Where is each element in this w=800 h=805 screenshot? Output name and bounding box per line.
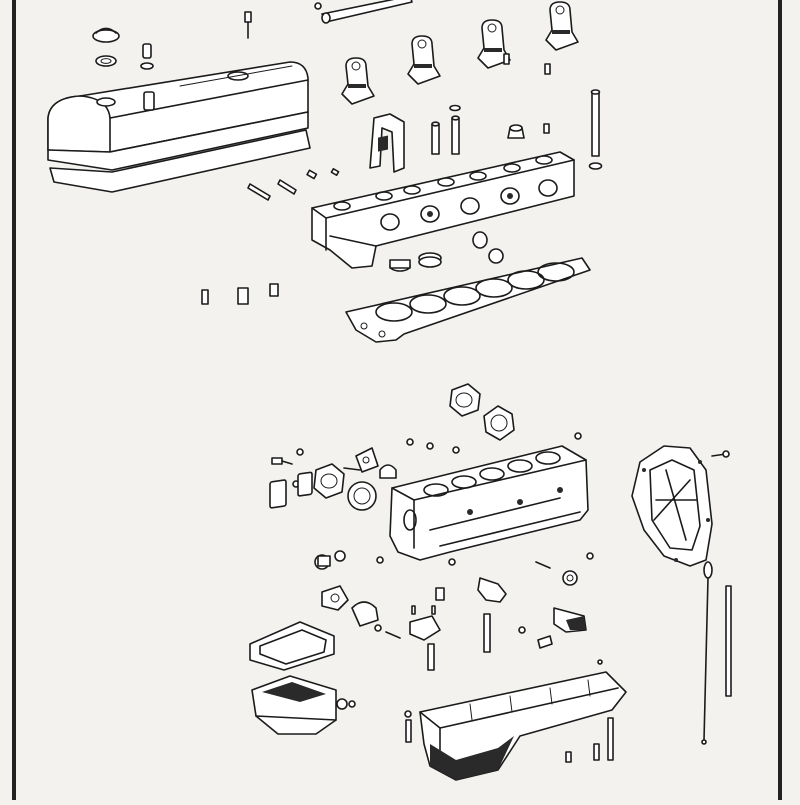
side-plate-1 <box>269 479 287 509</box>
block-side-fittings <box>535 552 594 586</box>
head-dowels <box>201 283 279 305</box>
camshaft-rod <box>321 0 413 24</box>
small-cup-plug <box>379 464 397 479</box>
dipstick-tube <box>725 585 732 697</box>
block-core-plugs <box>314 550 456 570</box>
camshaft-bearing-cap-2 <box>407 35 441 85</box>
round-gasket-1 <box>483 405 515 441</box>
small-bolt-top <box>244 11 252 39</box>
triangle-plate <box>355 447 379 473</box>
hex-gasket-2 <box>313 463 345 499</box>
camshaft-bearing-cap-4 <box>545 1 579 51</box>
head-plug <box>507 124 525 139</box>
small-ring-head <box>449 104 461 112</box>
cylinder-block <box>389 445 589 561</box>
long-head-stud <box>588 89 603 170</box>
flywheel-housing <box>631 445 713 567</box>
oil-filler-cap <box>92 27 120 67</box>
mid-bolts <box>427 613 553 671</box>
head-pin-row <box>247 167 340 201</box>
oil-pan-gasket <box>249 621 335 671</box>
front-oil-pan <box>251 675 356 735</box>
oil-dipstick <box>701 561 713 745</box>
valve-guide-2 <box>451 115 460 155</box>
camshaft-bearing-cap-1 <box>341 57 375 105</box>
thermostat-housing <box>321 585 349 611</box>
head-gasket <box>345 257 591 343</box>
cover-stud-nut <box>140 43 154 70</box>
side-plate-2 <box>297 471 313 497</box>
valve-cover <box>47 61 311 193</box>
valve-seat-inserts <box>389 231 504 272</box>
small-pin-b <box>503 53 510 65</box>
sump-bolts <box>404 659 614 763</box>
valve-guide-1 <box>431 121 440 155</box>
small-pin-a <box>544 63 551 75</box>
small-washer-top <box>314 2 322 10</box>
bearing-bracket-left <box>409 605 441 641</box>
sump-plate-right <box>553 607 587 633</box>
small-washers-mid <box>374 624 401 639</box>
timing-cover-plate <box>449 383 481 417</box>
tiny-dowel-head <box>543 123 550 134</box>
engine-mount-bracket <box>477 577 507 603</box>
head-bracket <box>369 113 405 173</box>
main-oil-sump <box>419 671 627 781</box>
housing-bolt <box>711 450 730 458</box>
block-plug-mid <box>435 587 445 601</box>
block-small-fittings <box>271 432 582 488</box>
cylinder-head <box>311 135 575 269</box>
oil-pump <box>351 601 379 627</box>
round-gasket-2 <box>347 481 377 511</box>
